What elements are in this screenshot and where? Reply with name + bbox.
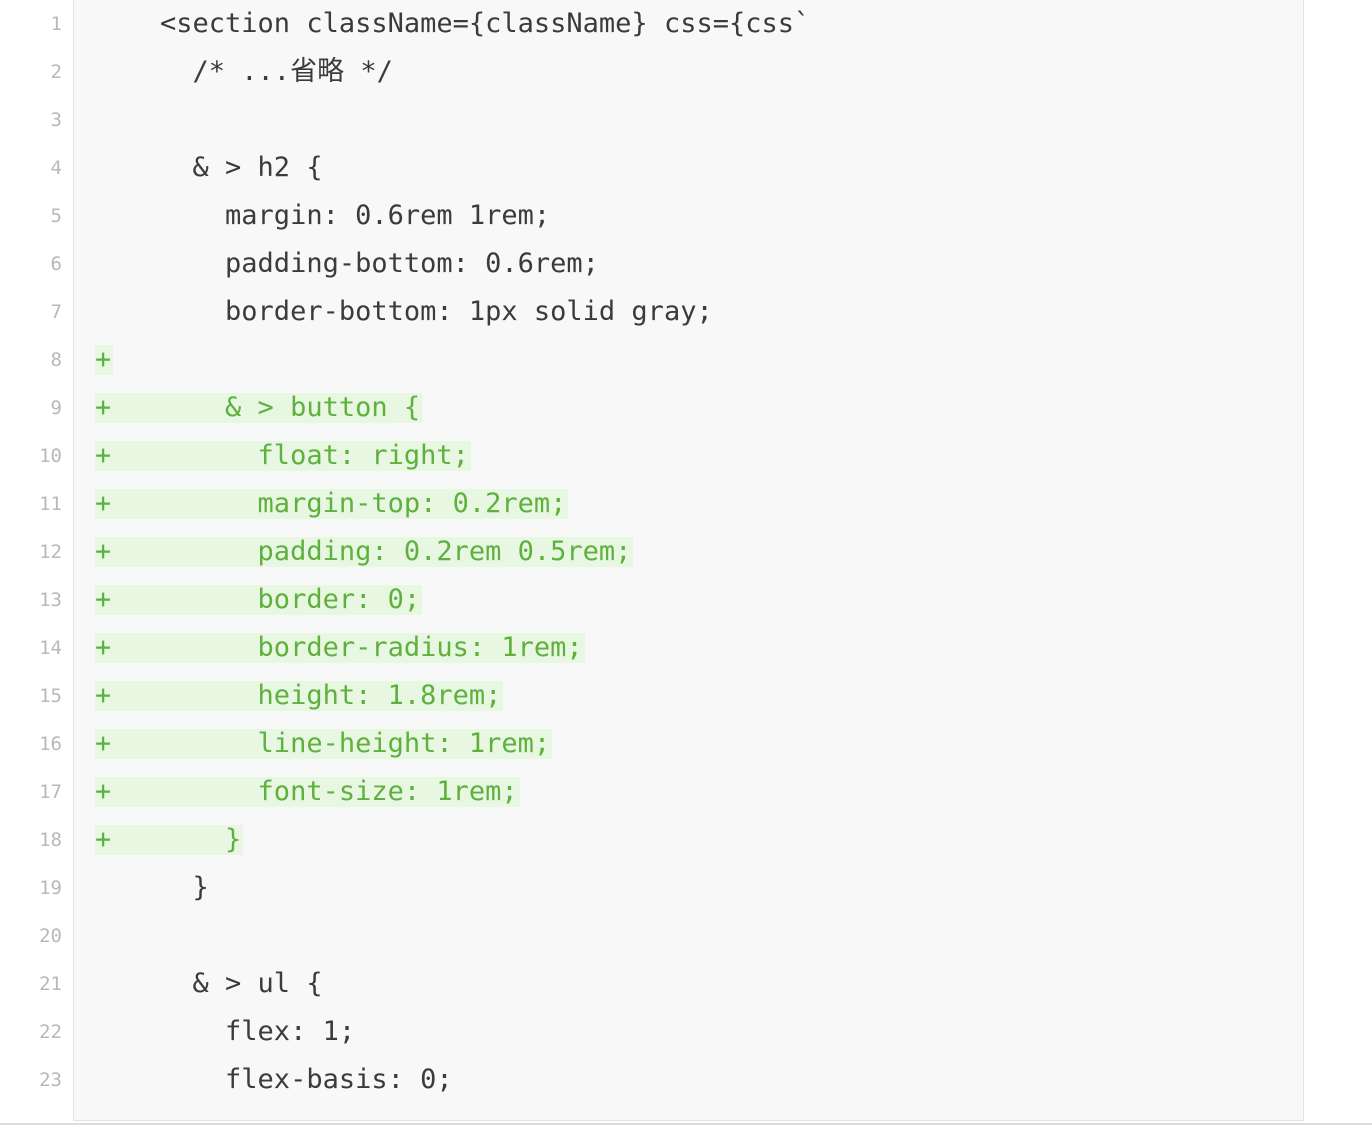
- code-text: + }: [95, 824, 244, 855]
- code-text: +: [95, 344, 114, 375]
- code-line: 5 margin: 0.6rem 1rem;: [0, 192, 1372, 240]
- code-text: + height: 1.8rem;: [95, 680, 504, 711]
- diff-added-line: 9 + & > button {: [0, 384, 1372, 432]
- code-text: + line-height: 1rem;: [95, 728, 553, 759]
- line-number: 2: [50, 61, 62, 83]
- line-number: 5: [50, 205, 62, 227]
- code-text: /* ...省略 */: [95, 56, 393, 87]
- code-text: [95, 105, 97, 135]
- bottom-divider: [0, 1123, 1372, 1125]
- code-text: flex: 1;: [95, 1016, 356, 1047]
- diff-added-line: 8+: [0, 336, 1372, 384]
- diff-added-line: 17 + font-size: 1rem;: [0, 768, 1372, 816]
- line-number: 15: [39, 685, 62, 707]
- code-text: padding-bottom: 0.6rem;: [95, 248, 599, 279]
- diff-added-line: 11 + margin-top: 0.2rem;: [0, 480, 1372, 528]
- diff-added-line: 15 + height: 1.8rem;: [0, 672, 1372, 720]
- line-number: 8: [50, 349, 62, 371]
- line-number: 4: [50, 157, 62, 179]
- line-number: 22: [39, 1021, 62, 1043]
- code-text: + margin-top: 0.2rem;: [95, 488, 569, 519]
- line-number: 10: [39, 445, 62, 467]
- diff-added-line: 18 + }: [0, 816, 1372, 864]
- code-text: + padding: 0.2rem 0.5rem;: [95, 536, 634, 567]
- diff-added-line: 10 + float: right;: [0, 432, 1372, 480]
- code-text: & > h2 {: [95, 152, 323, 183]
- line-number: 18: [39, 829, 62, 851]
- line-number: 9: [50, 397, 62, 419]
- line-number: 16: [39, 733, 62, 755]
- diff-added-line: 12 + padding: 0.2rem 0.5rem;: [0, 528, 1372, 576]
- code-text: & > ul {: [95, 968, 323, 999]
- line-number: 14: [39, 637, 62, 659]
- code-text: border-bottom: 1px solid gray;: [95, 296, 713, 327]
- code-text: + border-radius: 1rem;: [95, 632, 585, 663]
- diff-added-line: 13 + border: 0;: [0, 576, 1372, 624]
- code-line: 3: [0, 96, 1372, 144]
- code-text: + & > button {: [95, 392, 423, 423]
- diff-added-line: 16 + line-height: 1rem;: [0, 720, 1372, 768]
- code-text: }: [95, 872, 209, 903]
- code-text: flex-basis: 0;: [95, 1064, 453, 1095]
- code-line: 22 flex: 1;: [0, 1008, 1372, 1056]
- line-number: 7: [50, 301, 62, 323]
- code-line: 6 padding-bottom: 0.6rem;: [0, 240, 1372, 288]
- line-number: 6: [50, 253, 62, 275]
- code-text: + float: right;: [95, 440, 471, 471]
- code-line: 1 <section className={className} css={cs…: [0, 0, 1372, 48]
- line-number: 11: [39, 493, 62, 515]
- code-text: + font-size: 1rem;: [95, 776, 520, 807]
- diff-added-line: 14 + border-radius: 1rem;: [0, 624, 1372, 672]
- line-number: 17: [39, 781, 62, 803]
- code-line: 2 /* ...省略 */: [0, 48, 1372, 96]
- code-line: 4 & > h2 {: [0, 144, 1372, 192]
- code-line: 19 }: [0, 864, 1372, 912]
- code-text: [95, 921, 97, 951]
- code-line: 23 flex-basis: 0;: [0, 1056, 1372, 1104]
- line-number: 21: [39, 973, 62, 995]
- code-text: <section className={className} css={css`: [95, 8, 811, 39]
- line-number: 12: [39, 541, 62, 563]
- line-number-gutter: [0, 0, 73, 1122]
- line-number: 3: [50, 109, 62, 131]
- line-number: 20: [39, 925, 62, 947]
- line-number: 13: [39, 589, 62, 611]
- code-text: margin: 0.6rem 1rem;: [95, 200, 551, 231]
- line-number: 19: [39, 877, 62, 899]
- code-line: 21 & > ul {: [0, 960, 1372, 1008]
- code-line: 20: [0, 912, 1372, 960]
- line-number: 23: [39, 1069, 62, 1091]
- code-line: 7 border-bottom: 1px solid gray;: [0, 288, 1372, 336]
- line-number: 1: [50, 13, 62, 35]
- code-text: + border: 0;: [95, 584, 423, 615]
